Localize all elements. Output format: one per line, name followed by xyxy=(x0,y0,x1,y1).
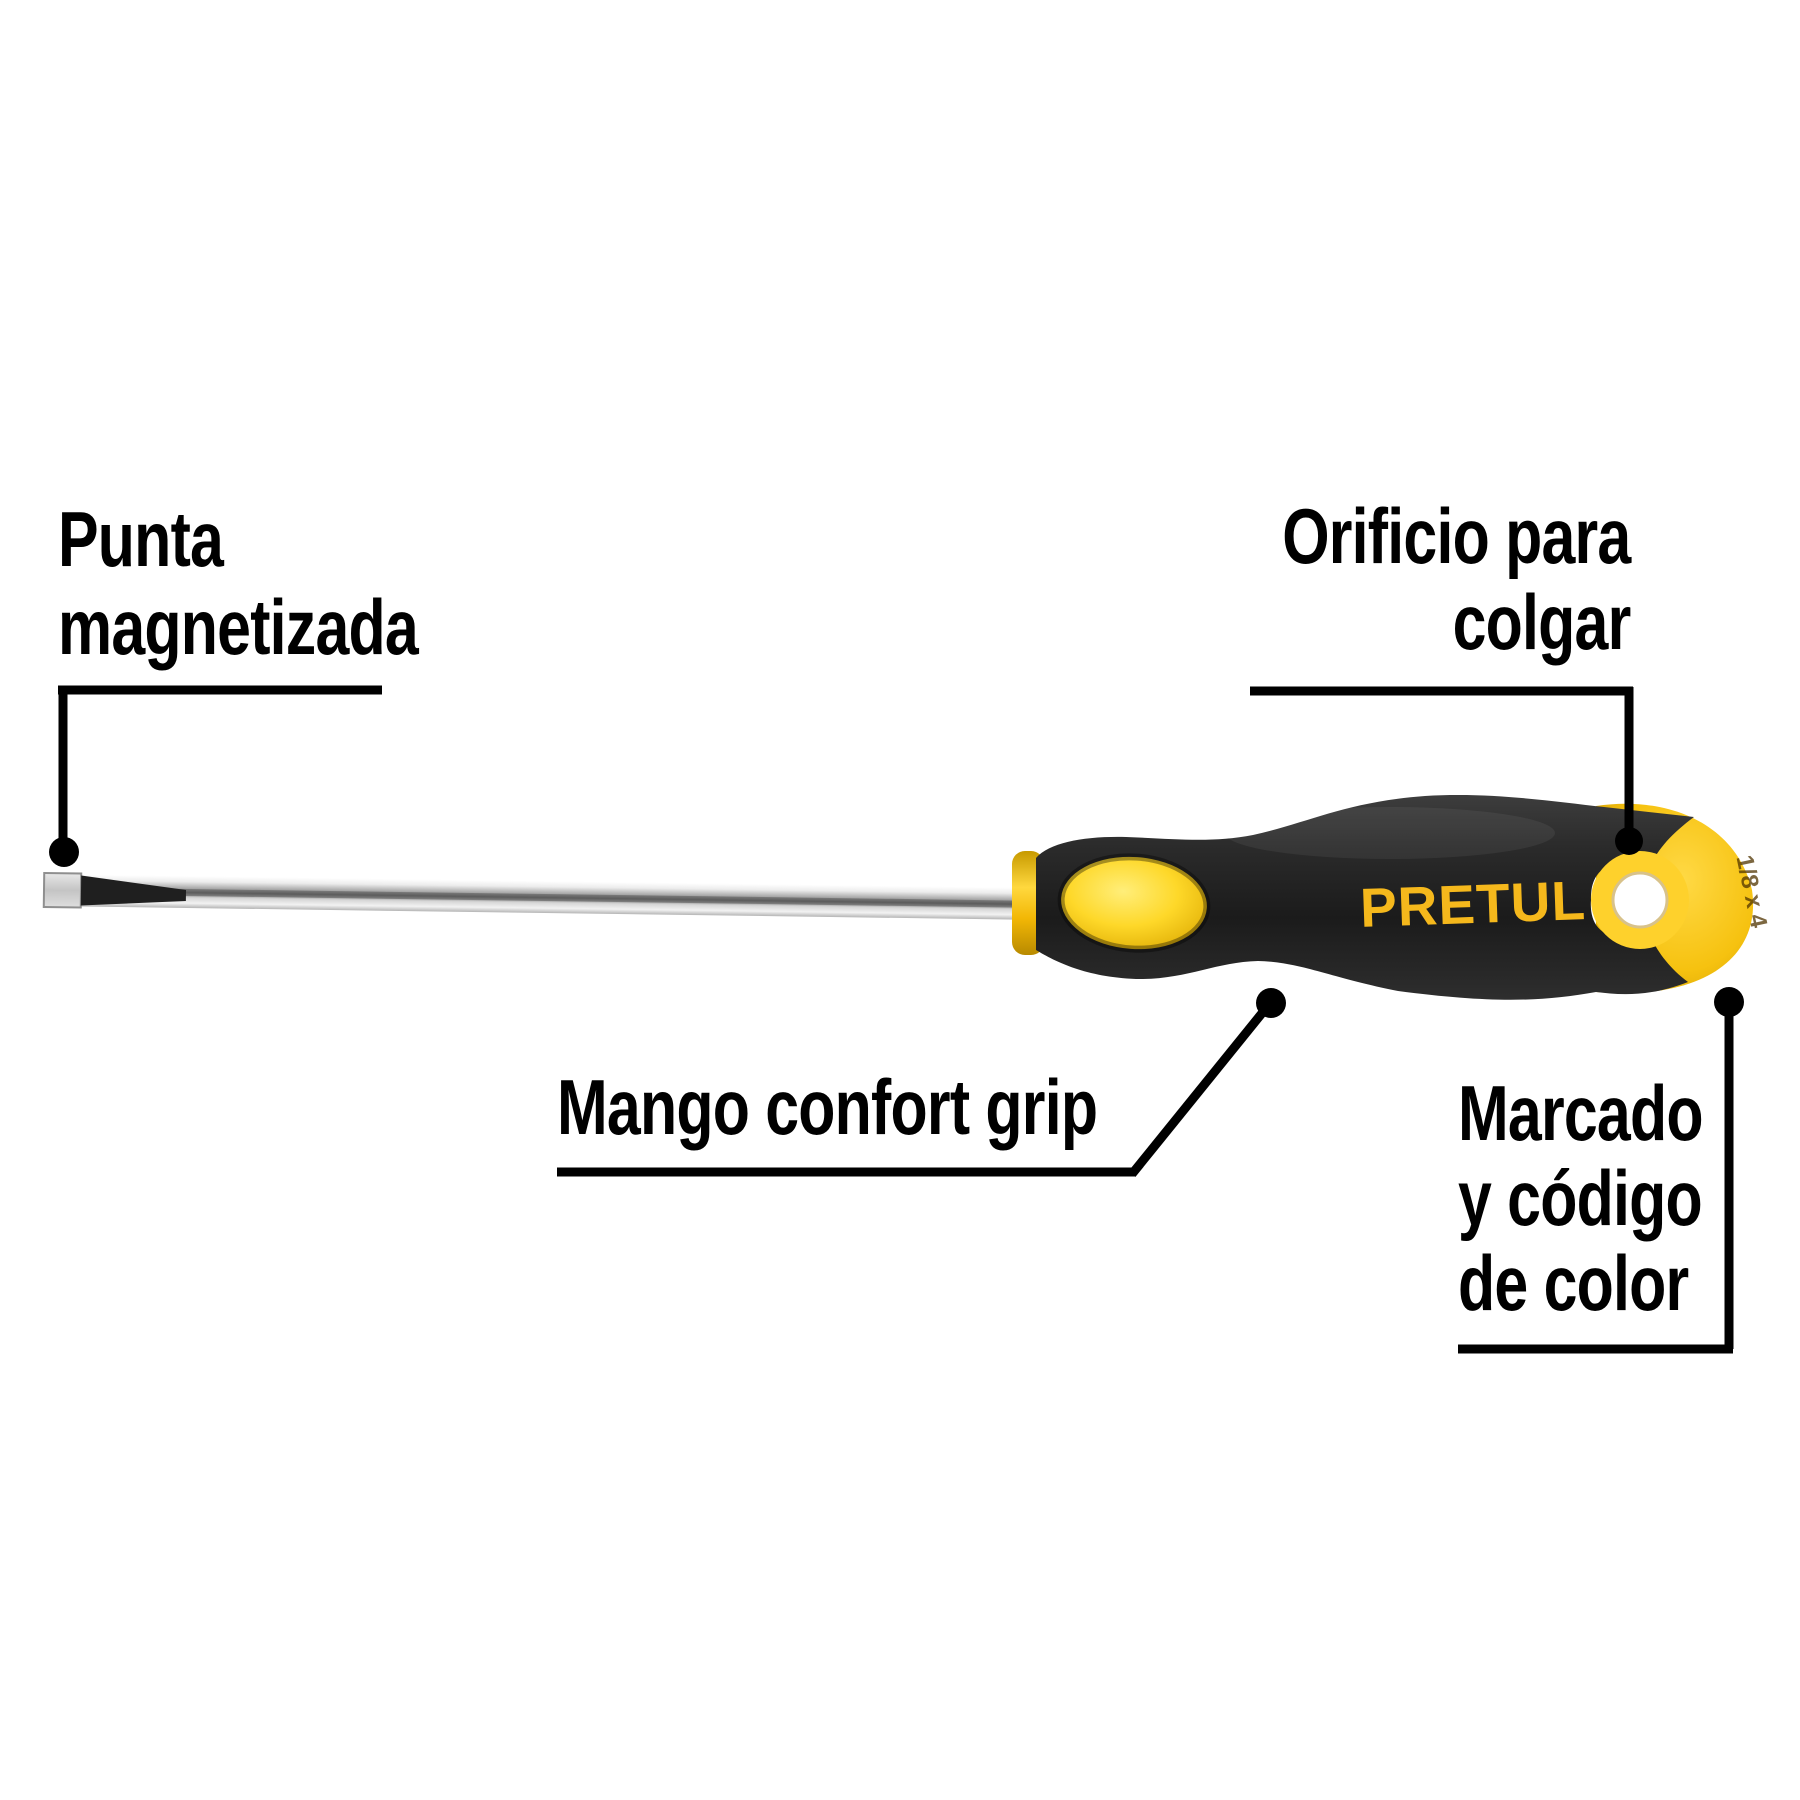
shaft-group xyxy=(42,871,1027,920)
screwdriver-tip xyxy=(42,871,83,909)
punta-anchor-dot xyxy=(49,837,79,867)
tip-flat-wedge xyxy=(80,875,187,906)
grip-oval xyxy=(1057,853,1211,953)
mango-anchor-dot xyxy=(1256,988,1286,1018)
label-marcado-line3: de color xyxy=(1458,1239,1689,1327)
label-punta-line1: Punta xyxy=(58,495,224,583)
orificio-anchor-dot xyxy=(1615,827,1643,855)
brand-logo-text: PRETUL xyxy=(1359,869,1587,939)
leader-dots xyxy=(49,827,1744,1018)
label-orificio-para-colgar: Orificio para colgar xyxy=(1281,492,1631,666)
marcado-anchor-dot xyxy=(1714,987,1744,1017)
label-punta-magnetizada: Punta magnetizada xyxy=(58,495,419,671)
label-punta-line2: magnetizada xyxy=(58,583,419,671)
screwdriver-shaft xyxy=(77,874,1027,920)
label-marcado-line1: Marcado xyxy=(1458,1069,1704,1157)
hang-hole xyxy=(1611,871,1669,929)
screwdriver: PRETUL 1/8 x 4 xyxy=(42,795,1772,1000)
shaft-center-shadow xyxy=(77,887,1026,908)
label-marcado-codigo-color: Marcado y código de color xyxy=(1458,1069,1704,1327)
mango-leader-diagonal xyxy=(1128,1004,1271,1177)
label-orificio-line2: colgar xyxy=(1452,578,1631,666)
handle-sheen xyxy=(1225,807,1555,859)
handle-body xyxy=(1036,795,1694,1000)
leader-lines xyxy=(58,685,1734,1354)
label-mango-confort-grip: Mango confort grip xyxy=(557,1063,1098,1151)
label-mango-line1: Mango confort grip xyxy=(557,1063,1098,1151)
label-orificio-line1: Orificio para xyxy=(1281,492,1631,580)
label-marcado-line2: y código xyxy=(1458,1154,1703,1242)
